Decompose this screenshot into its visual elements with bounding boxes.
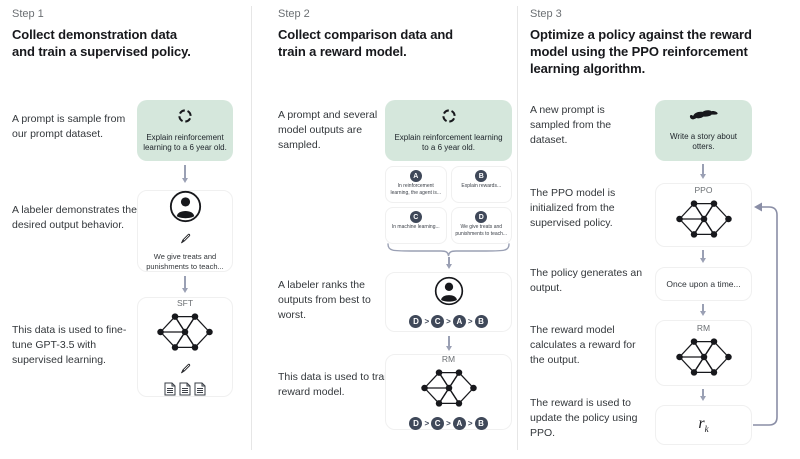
neural-net-icon bbox=[675, 198, 733, 245]
documents-icon bbox=[164, 382, 206, 396]
down-arrow bbox=[184, 276, 186, 291]
rank-chip-C: C bbox=[431, 315, 445, 328]
rank-chip-B: B bbox=[474, 417, 488, 430]
prompt-text: Write a story about otters. bbox=[670, 131, 737, 151]
step-heading: Collect comparison data and train a rewa… bbox=[278, 27, 454, 60]
rank-chip-B: B bbox=[474, 315, 488, 328]
pencil-icon bbox=[180, 361, 191, 379]
model-label-sft: SFT bbox=[176, 298, 194, 308]
down-arrow bbox=[184, 165, 186, 181]
step-label: Step 2 bbox=[278, 8, 310, 20]
caption-labeler-ranks: A labeler ranks the outputs from best to… bbox=[278, 279, 371, 321]
caption-rm-reward: The reward model calculates a reward for… bbox=[530, 324, 636, 366]
ppo-card: PPO bbox=[655, 183, 752, 247]
down-arrow bbox=[448, 336, 450, 349]
pencil-icon bbox=[180, 231, 191, 249]
output-snippet: We give treats and punishments to teach.… bbox=[455, 224, 508, 237]
down-arrow bbox=[702, 250, 704, 261]
prompt-box: Explain reinforcement learning to a 6 ye… bbox=[385, 100, 512, 161]
step-label: Step 3 bbox=[530, 8, 562, 20]
rank-chip-A: A bbox=[452, 315, 466, 328]
column-separator bbox=[517, 6, 518, 450]
caption-update-policy: The reward is used to update the policy … bbox=[530, 397, 638, 439]
output-chip-B: B bbox=[475, 170, 488, 182]
caption-prompt-outputs: A prompt and several model outputs are s… bbox=[278, 109, 378, 151]
labeler-card: We give treats and punishments to teach.… bbox=[137, 190, 233, 272]
otter-icon bbox=[689, 109, 719, 128]
prompt-box: Explain reinforcement learning to a 6 ye… bbox=[137, 100, 233, 161]
caption-new-prompt: A new prompt is sampled from the dataset… bbox=[530, 104, 612, 146]
brace-icon bbox=[387, 243, 510, 257]
output-snippet: Explain rewards... bbox=[461, 183, 502, 189]
step-heading: Optimize a policy against the reward mod… bbox=[530, 27, 752, 77]
output-chip-C: C bbox=[409, 211, 422, 223]
neural-net-icon bbox=[156, 311, 214, 358]
output-snippet: In reinforcement learning, the agent is.… bbox=[390, 183, 442, 196]
neural-net-icon bbox=[420, 367, 478, 414]
model-label-ppo: PPO bbox=[694, 185, 713, 195]
generated-output-text: Once upon a time... bbox=[666, 279, 741, 289]
column-separator bbox=[251, 6, 252, 450]
step-label: Step 1 bbox=[12, 8, 44, 20]
ranking-row: D>C>A>B bbox=[409, 417, 488, 430]
rank-chip-A: A bbox=[452, 417, 466, 430]
output-chip-D: D bbox=[475, 211, 488, 223]
caption-train-rm: This data is used to train our reward mo… bbox=[278, 371, 411, 398]
neural-net-icon bbox=[675, 336, 733, 383]
ranking-labeler-card: D>C>A>B bbox=[385, 272, 512, 332]
rm-card: RM D>C>A>B bbox=[385, 354, 512, 430]
prompt-text: Explain reinforcement learning to a 6 ye… bbox=[394, 132, 503, 152]
rank-chip-D: D bbox=[409, 315, 423, 328]
gt-symbol: > bbox=[424, 419, 430, 428]
output-chip-A: A bbox=[409, 170, 422, 182]
feedback-loop-arrow bbox=[753, 202, 778, 426]
rank-chip-C: C bbox=[431, 417, 445, 430]
cycle-icon bbox=[441, 108, 457, 129]
gt-symbol: > bbox=[424, 317, 430, 326]
down-arrow bbox=[702, 389, 704, 399]
rank-chip-D: D bbox=[409, 417, 423, 430]
caption-policy-output: The policy generates an output. bbox=[530, 267, 643, 294]
model-label-rm: RM bbox=[441, 354, 456, 364]
caption-labeler-demonstrates: A labeler demonstrates the desired outpu… bbox=[12, 204, 137, 231]
caption-finetune-sft: This data is used to fine-tune GPT-3.5 w… bbox=[12, 324, 127, 366]
labeler-icon bbox=[169, 190, 202, 228]
labeler-note: We give treats and punishments to teach.… bbox=[146, 252, 224, 271]
gt-symbol: > bbox=[467, 419, 473, 428]
down-arrow bbox=[448, 257, 450, 267]
reward-box: rk bbox=[655, 405, 752, 445]
prompt-text: Explain reinforcement learning to a 6 ye… bbox=[143, 132, 227, 152]
step-heading: Collect demonstration data and train a s… bbox=[12, 27, 191, 60]
reward-symbol: rk bbox=[698, 415, 709, 435]
rm-card: RM bbox=[655, 320, 752, 386]
ranking-row: D>C>A>B bbox=[409, 315, 488, 328]
cycle-icon bbox=[177, 108, 193, 129]
down-arrow bbox=[702, 304, 704, 314]
output-snippet: In machine learning... bbox=[391, 224, 440, 230]
caption-prompt-sampled: A prompt is sample from our prompt datas… bbox=[12, 113, 126, 140]
gt-symbol: > bbox=[446, 419, 451, 428]
prompt-box: Write a story about otters. bbox=[655, 100, 752, 161]
caption-ppo-init: The PPO model is initialized from the su… bbox=[530, 187, 616, 229]
generated-output-box: Once upon a time... bbox=[655, 267, 752, 301]
gt-symbol: > bbox=[446, 317, 451, 326]
model-label-rm: RM bbox=[696, 323, 711, 333]
labeler-icon bbox=[434, 276, 464, 311]
gt-symbol: > bbox=[467, 317, 473, 326]
down-arrow bbox=[702, 164, 704, 177]
sft-card: SFT bbox=[137, 297, 233, 397]
